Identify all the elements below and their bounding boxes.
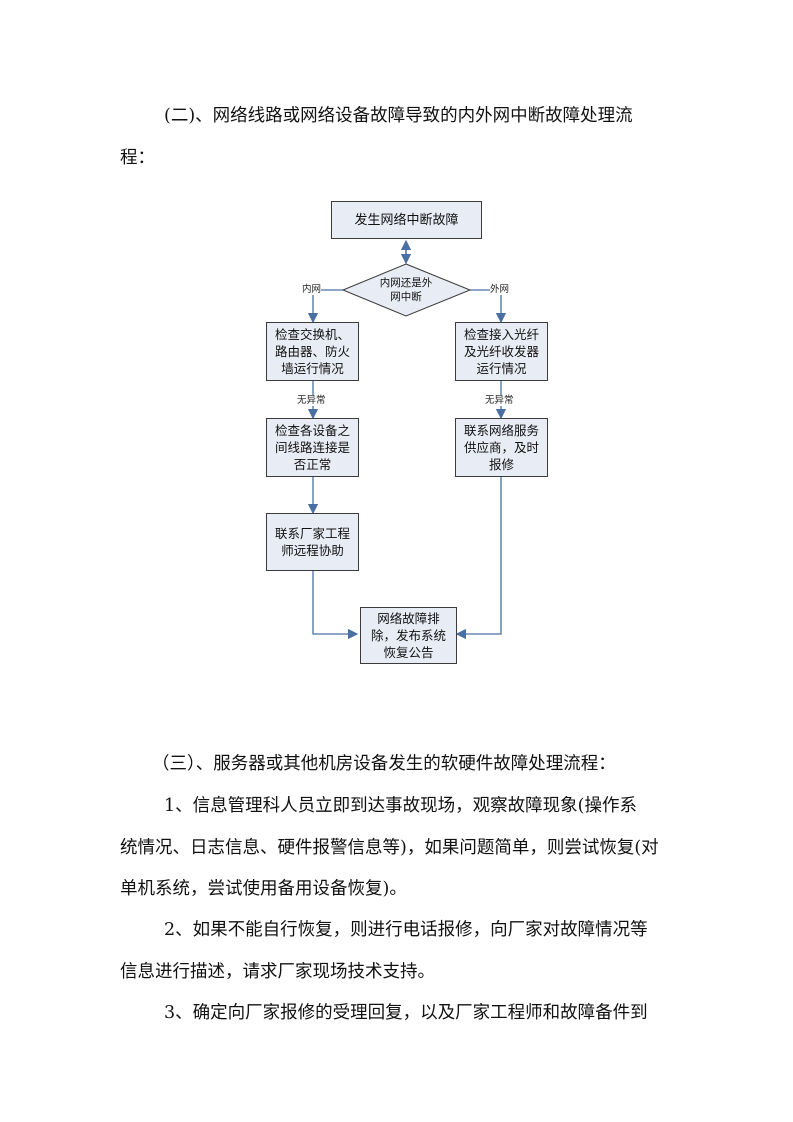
end-box-line2: 除，发布系统 <box>370 628 446 643</box>
decision-text-line2: 网中断 <box>390 291 422 303</box>
section3-heading: （三）、服务器或其他机房设备发生的软硬件故障处理流程： <box>152 754 616 774</box>
left-box3-line2: 师远程协助 <box>281 543 344 558</box>
end-box-line3: 恢复公告 <box>383 645 434 660</box>
section3-p1-line1: 1、信息管理科人员立即到达事故现场，观察故障现象(操作系 <box>164 796 637 816</box>
label-outer-network: 外网 <box>490 284 510 295</box>
label-left-normal: 无异常 <box>297 395 326 406</box>
section3-p1-line2: 统情况、日志信息、硬件报警信息等)，如果问题简单，则尝试恢复(对 <box>120 838 659 858</box>
left-box1: 检查交换机、 路由器、防火 墙运行情况 <box>266 322 359 381</box>
decision-text: 内网还是外 网中断 <box>360 276 452 304</box>
section3-p1-line3: 单机系统，尝试使用备用设备恢复)。 <box>120 879 407 899</box>
start-box: 发生网络中断故障 <box>331 201 482 239</box>
section3-p2-line2: 信息进行描述，请求厂家现场技术支持。 <box>120 962 435 982</box>
start-box-text: 发生网络中断故障 <box>354 212 459 228</box>
section2-heading-line1: (二)、网络线路或网络设备故障导致的内外网中断故障处理流 <box>164 106 633 126</box>
left-box2: 检查各设备之 间线路连接是 否正常 <box>266 418 359 477</box>
left-box2-line3: 否正常 <box>293 457 332 472</box>
right-box1: 检查接入光纤 及光纤收发器 运行情况 <box>455 322 548 381</box>
left-box3: 联系厂家工程 师远程协助 <box>266 513 359 571</box>
left-box1-line1: 检查交换机、 <box>274 327 350 342</box>
section3-p3-line1: 3、确定向厂家报修的受理回复，以及厂家工程师和故障备件到 <box>164 1003 648 1023</box>
right-box1-line2: 及光纤收发器 <box>463 344 539 359</box>
right-box1-line3: 运行情况 <box>476 361 527 376</box>
right-box2-line2: 供应商，及时 <box>463 440 539 455</box>
right-box2-line1: 联系网络服务 <box>463 423 539 438</box>
arrow-right-box2-to-end <box>455 477 502 640</box>
flowchart-connectors <box>307 239 507 640</box>
left-box3-line1: 联系厂家工程 <box>274 526 350 541</box>
label-right-normal: 无异常 <box>485 395 514 406</box>
decision-diamond <box>341 263 472 317</box>
left-box2-line1: 检查各设备之 <box>274 423 350 438</box>
end-box: 网络故障排 除，发布系统 恢复公告 <box>360 607 457 664</box>
left-box1-line3: 墙运行情况 <box>281 361 344 376</box>
label-inner-network: 内网 <box>302 284 322 295</box>
left-box1-line2: 路由器、防火 <box>274 344 350 359</box>
right-box2-line3: 报修 <box>488 457 514 472</box>
end-box-line1: 网络故障排 <box>377 611 440 626</box>
decision-text-line1: 内网还是外 <box>379 277 433 289</box>
left-box2-line2: 间线路连接是 <box>274 440 350 455</box>
section3-p2-line1: 2、如果不能自行恢复，则进行电话报修，向厂家对故障情况等 <box>164 920 648 940</box>
arrow-left-box3-to-end <box>312 571 359 640</box>
right-box1-line1: 检查接入光纤 <box>463 327 539 342</box>
right-box2: 联系网络服务 供应商，及时 报修 <box>455 418 548 477</box>
section2-heading-line2: 程： <box>120 148 155 168</box>
